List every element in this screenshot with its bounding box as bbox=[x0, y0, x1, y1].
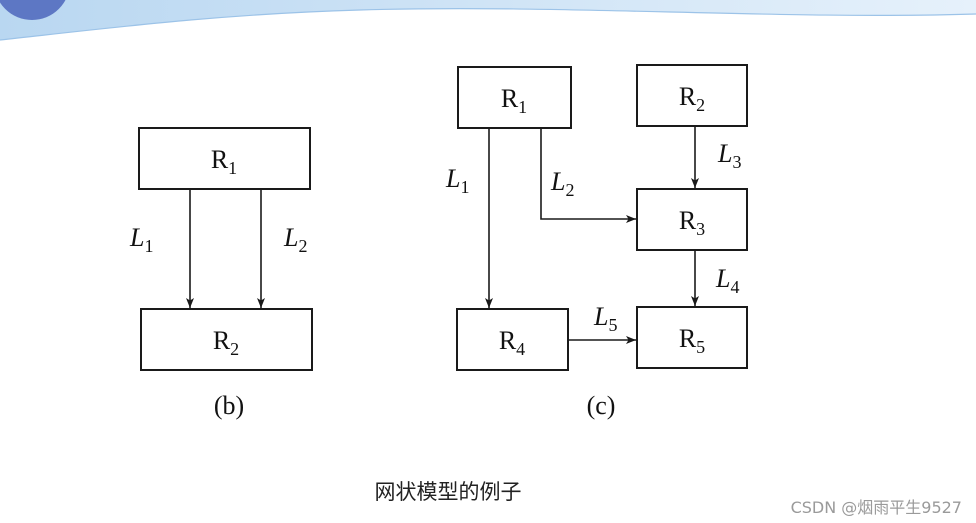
node-c-R2 bbox=[636, 64, 748, 127]
edge-c-L1-label: L1 bbox=[445, 164, 469, 197]
header-wave bbox=[0, 0, 976, 40]
panel-label-b: (b) bbox=[214, 391, 244, 420]
node-b-R2 bbox=[140, 308, 313, 371]
panel-label-c: (c) bbox=[587, 391, 616, 420]
node-c-R4-label: R4 bbox=[499, 326, 525, 359]
node-b-R1-label: R1 bbox=[211, 145, 237, 178]
edge-c-L3-label: L3 bbox=[717, 139, 741, 172]
node-b-R1 bbox=[138, 127, 311, 190]
edge-b-L1-label: L1 bbox=[129, 223, 153, 256]
node-b-R2-label: R2 bbox=[213, 326, 239, 359]
diagram-b: R1 R2 L1 L2 (b) bbox=[129, 127, 313, 420]
watermark: CSDN @烟雨平生9527 bbox=[790, 498, 962, 517]
node-c-R4 bbox=[456, 308, 569, 371]
node-c-R5 bbox=[636, 306, 748, 369]
figure-caption: 网状模型的例子 bbox=[374, 480, 522, 504]
diagram-c: R1 R2 R3 R4 R5 L1 L2 L3 L4 L5 (c) bbox=[445, 64, 748, 420]
node-c-R1 bbox=[457, 66, 572, 129]
node-c-R2-label: R2 bbox=[679, 82, 705, 115]
header-wave-line bbox=[0, 8, 976, 41]
logo-circle-icon bbox=[0, 0, 66, 20]
edge-c-L2-label: L2 bbox=[550, 167, 574, 200]
node-c-R5-label: R5 bbox=[679, 324, 705, 357]
node-c-R3-label: R3 bbox=[679, 206, 705, 239]
node-c-R3 bbox=[636, 188, 748, 251]
edge-c-L4-label: L4 bbox=[715, 264, 739, 297]
node-c-R1-label: R1 bbox=[501, 84, 527, 117]
edge-b-L2-label: L2 bbox=[283, 223, 307, 256]
edge-c-L5-label: L5 bbox=[593, 302, 617, 335]
edge-c-L2 bbox=[540, 128, 636, 223]
